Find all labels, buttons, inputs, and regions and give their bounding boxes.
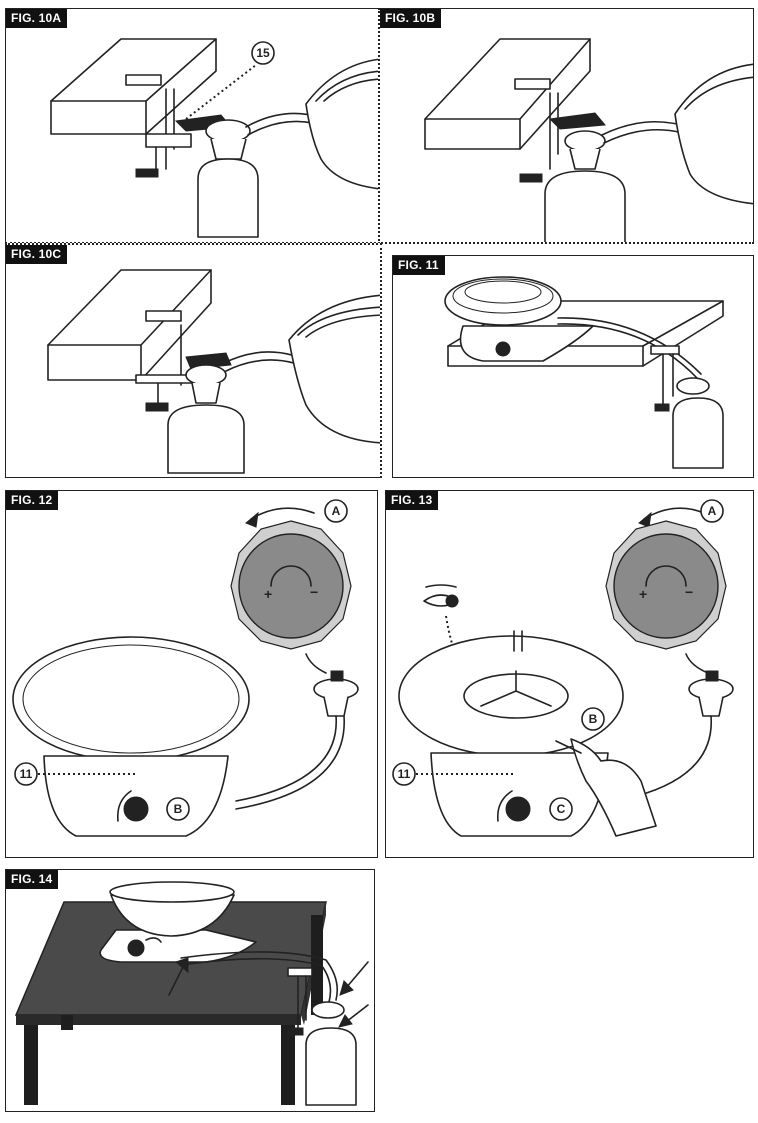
figure-label: FIG. 10B xyxy=(380,9,442,28)
callout-a xyxy=(324,499,348,523)
gas-canister xyxy=(672,397,724,469)
callout-a-text: A xyxy=(708,504,717,518)
callout-c-text: C xyxy=(557,802,566,816)
callout-b-text: B xyxy=(174,802,183,816)
control-knob[interactable] xyxy=(505,796,531,822)
clamp-top xyxy=(125,74,162,86)
figure-10a-illustration: 15 xyxy=(50,38,378,238)
plus-symbol: + xyxy=(264,586,272,602)
figure-11-illustration xyxy=(444,276,724,469)
callout-a xyxy=(700,499,724,523)
figure-10a: FIG. 10A 15 xyxy=(5,8,380,244)
stove-bowl xyxy=(444,276,562,326)
callout-b-text: B xyxy=(589,712,598,726)
gas-canister xyxy=(305,1027,357,1106)
figure-label: FIG. 10A xyxy=(6,9,68,28)
figure-10c-illustration xyxy=(47,269,380,474)
control-knob[interactable] xyxy=(123,796,149,822)
figure-13-illustration: A + − C B 11 xyxy=(392,499,734,837)
callout-11-text: 11 xyxy=(20,767,33,781)
figure-label: FIG. 13 xyxy=(386,491,439,510)
callout-11 xyxy=(392,762,416,786)
figure-10c: FIG. 10C xyxy=(5,243,382,478)
stove-bowl xyxy=(305,58,378,190)
figure-11: FIG. 11 xyxy=(392,255,754,478)
callout-b xyxy=(581,707,605,731)
figure-10b: FIG. 10B xyxy=(378,8,754,244)
callout-a-text: A xyxy=(332,504,341,518)
figure-label: FIG. 14 xyxy=(6,870,59,889)
figure-label: FIG. 12 xyxy=(6,491,59,510)
figure-12-illustration: A + − B 11 xyxy=(12,499,359,837)
callout-15-text: 15 xyxy=(256,46,270,60)
stove-bowl xyxy=(110,894,235,937)
figure-label: FIG. 10C xyxy=(6,245,68,264)
callout-11 xyxy=(14,762,38,786)
gas-canister xyxy=(197,158,259,238)
figure-13: FIG. 13 A + − C B xyxy=(385,490,754,858)
callout-11-text: 11 xyxy=(398,767,411,781)
plus-symbol: + xyxy=(639,586,647,602)
figure-10b-illustration xyxy=(424,38,753,242)
callout-c xyxy=(549,797,573,821)
hand xyxy=(570,738,657,837)
figure-14: FIG. 14 xyxy=(5,869,375,1112)
table-leg xyxy=(24,1025,38,1105)
minus-symbol: − xyxy=(310,584,318,600)
figure-label: FIG. 11 xyxy=(393,256,445,275)
stove-base xyxy=(43,755,229,837)
figure-14-illustration xyxy=(14,881,369,1106)
minus-symbol: − xyxy=(685,584,693,600)
callout-15 xyxy=(251,41,275,65)
figure-12: FIG. 12 A + − B 11 xyxy=(5,490,378,858)
stove-bowl xyxy=(12,636,250,762)
callout-b xyxy=(166,797,190,821)
